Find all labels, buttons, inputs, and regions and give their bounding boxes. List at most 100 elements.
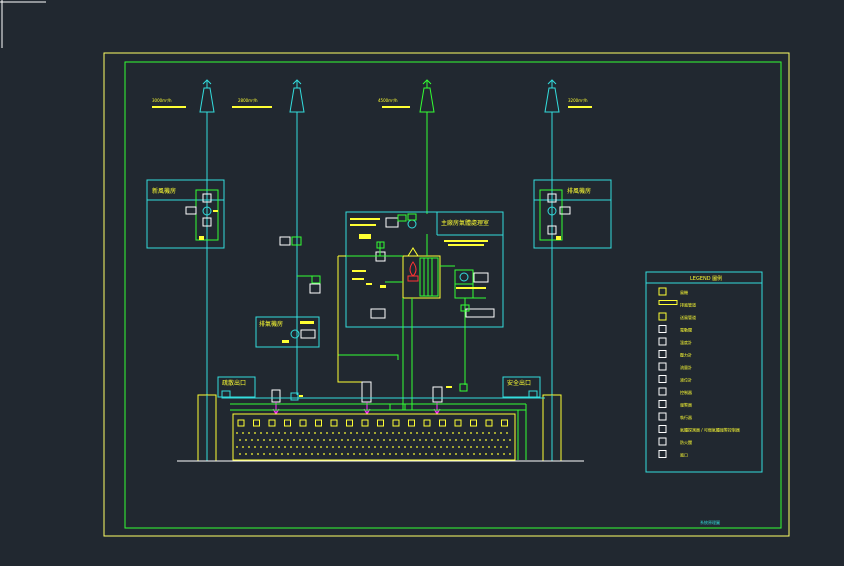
legend-item: 氣體探測器 / 可燃氣體報警控制器 [658, 425, 740, 433]
trench-dot [320, 432, 322, 434]
trench-block [485, 419, 493, 427]
legend-symbol [658, 350, 667, 358]
trench-dot [395, 439, 397, 441]
trench-dot [311, 453, 313, 455]
trench-dot [308, 432, 310, 434]
trench-dot [371, 453, 373, 455]
trench-dot [431, 439, 433, 441]
trench-dot [398, 432, 400, 434]
trench-dot [500, 446, 502, 448]
trench-dot [248, 446, 250, 448]
trench-dot [302, 446, 304, 448]
trench-dot [422, 432, 424, 434]
trench-dot [263, 439, 265, 441]
trench-dot [266, 446, 268, 448]
trench-dot [461, 453, 463, 455]
trench-dot [497, 439, 499, 441]
right-fan-room-label: 排風機房 [567, 187, 591, 195]
trench-dot [242, 446, 244, 448]
trench-dot [383, 453, 385, 455]
trench-dot [269, 439, 271, 441]
legend-item: 風機 [658, 287, 688, 296]
trench-dot [347, 439, 349, 441]
trench-dot [368, 446, 370, 448]
trench-dot [476, 432, 478, 434]
legend-label: 風口 [680, 453, 688, 458]
trench-dot [410, 446, 412, 448]
trench-dot [299, 453, 301, 455]
legend-item: 液位計 [658, 375, 692, 383]
trench-dot [338, 446, 340, 448]
legend-symbol [658, 325, 667, 333]
trench-dot [344, 446, 346, 448]
trench-dot [404, 432, 406, 434]
vent-note-3 [382, 106, 410, 108]
trench-dot [428, 432, 430, 434]
trench-dot [260, 432, 262, 434]
trench-dot [347, 453, 349, 455]
trench-dot [293, 439, 295, 441]
trench-dot [335, 453, 337, 455]
legend-label: 流量計 [680, 364, 692, 370]
trench-dot [455, 453, 457, 455]
trench-dot [326, 446, 328, 448]
vent-note-2 [232, 106, 272, 108]
trench-dot [449, 439, 451, 441]
trench-block [361, 419, 369, 427]
trench-dot [383, 439, 385, 441]
trench-dot [371, 439, 373, 441]
trench-dot [410, 432, 412, 434]
trench-dot [506, 432, 508, 434]
trench-dot [362, 446, 364, 448]
legend-item: 風口 [658, 450, 688, 458]
exhaust-room: 排氣機房 [255, 316, 320, 348]
trench-dot [305, 439, 307, 441]
vent-note-4 [568, 106, 592, 108]
trench-dot [287, 439, 289, 441]
trench-dot [320, 446, 322, 448]
trench-dot [251, 439, 253, 441]
legend-label: 溫度計 [680, 339, 692, 345]
trench-dot [509, 439, 511, 441]
trench-dot [245, 453, 247, 455]
trench-dot [329, 439, 331, 441]
legend-symbol [658, 312, 667, 321]
trench-dot [251, 453, 253, 455]
trench-dot [257, 453, 259, 455]
left-door-label: 疏散出口 [222, 379, 246, 387]
trench-dot [302, 432, 304, 434]
trench-block [408, 419, 415, 427]
trench-dot [254, 432, 256, 434]
vent-label-2: 2800m³/h [238, 98, 258, 103]
trench-dot [332, 432, 334, 434]
trench-dot [509, 453, 511, 455]
trench-dot [392, 432, 394, 434]
left-fan-room: 新風機房 [146, 179, 225, 249]
legend-item: 流量計 [658, 362, 692, 371]
legend-item: 送風管道 [658, 312, 696, 321]
trench-dot [299, 439, 301, 441]
trench-dot [431, 453, 433, 455]
trench-dot [437, 439, 439, 441]
trench-dot [479, 439, 481, 441]
trench-dot [341, 439, 343, 441]
trench-dot [362, 432, 364, 434]
flame-icon [409, 261, 417, 277]
trench-dot [479, 453, 481, 455]
trench-dot [239, 453, 241, 455]
trench-dot [464, 432, 466, 434]
trench-dot [353, 439, 355, 441]
legend-symbol [658, 412, 667, 421]
trench-dot [278, 446, 280, 448]
exhaust-room-label: 排氣機房 [259, 320, 283, 328]
trench-dot [356, 446, 358, 448]
legend-symbol [658, 450, 667, 458]
sheet-border [103, 52, 790, 537]
floor-trench [177, 413, 584, 462]
trench-dot [422, 446, 424, 448]
trench-dot [332, 446, 334, 448]
trench-dot [281, 439, 283, 441]
legend-symbol [658, 375, 667, 383]
trench-dot [482, 446, 484, 448]
legend-symbol [658, 300, 678, 305]
